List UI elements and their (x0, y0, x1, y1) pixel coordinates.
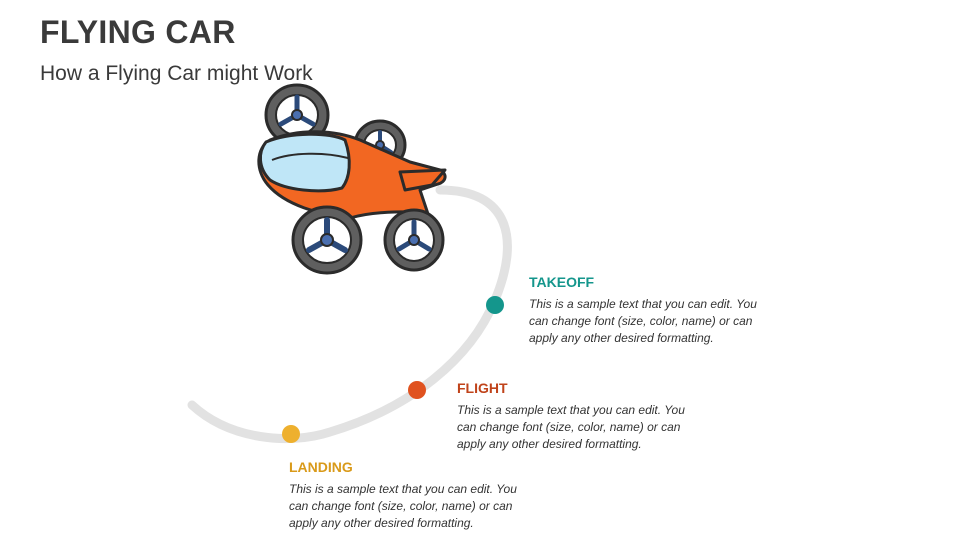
step-description: This is a sample text that you can edit.… (289, 482, 517, 530)
step-title: FLIGHT (457, 380, 508, 396)
page-title: FLYING CAR (40, 14, 236, 50)
rotor-front-left (291, 205, 363, 275)
step-title: TAKEOFF (529, 274, 595, 290)
step-title: LANDING (289, 459, 353, 475)
car-windshield (259, 132, 351, 193)
takeoff-marker (486, 296, 504, 314)
step-description: This is a sample text that you can edit.… (457, 403, 685, 451)
rotor-front-right (383, 208, 445, 272)
step-takeoff: TAKEOFF This is a sample text that you c… (529, 274, 779, 347)
step-description: This is a sample text that you can edit.… (529, 297, 757, 345)
rotor-back-left (264, 83, 330, 147)
landing-marker (282, 425, 300, 443)
flight-path-arc (187, 185, 512, 444)
page-subtitle: How a Flying Car might Work (40, 62, 313, 85)
step-landing: LANDING This is a sample text that you c… (289, 459, 539, 532)
step-flight: FLIGHT This is a sample text that you ca… (457, 380, 707, 453)
flight-marker (408, 381, 426, 399)
flying-car-icon (257, 83, 447, 275)
